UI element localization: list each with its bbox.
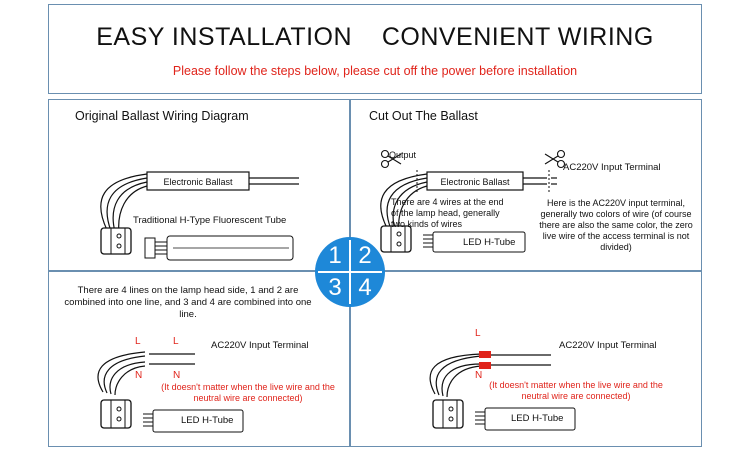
panel-combine-lines: There are 4 lines on the lamp head side,…: [48, 271, 350, 447]
led-tube-label: LED H-Tube: [511, 413, 564, 424]
electronic-ballast-box: [146, 171, 250, 191]
led-tube-base: [143, 409, 244, 433]
combine-lines-drawing: [97, 351, 244, 433]
badge-circle: [315, 237, 385, 307]
combine-note: There are 4 lines on the lamp head side,…: [64, 285, 312, 320]
fluorescent-tube-base: [144, 235, 294, 261]
lamp-head: [100, 227, 132, 255]
connection-warning: (It doesn't matter when the live wire an…: [161, 382, 335, 403]
neutral-label: N: [173, 370, 181, 381]
step-number-badge: 1 2 3 4: [314, 236, 386, 308]
led-tube-label: LED H-Tube: [463, 237, 516, 248]
panel-title: Cut Out The Ballast: [369, 109, 478, 123]
input-terminal-label: AC220V Input Terminal: [559, 340, 657, 351]
header-banner: EASY INSTALLATION CONVENIENT WIRING Plea…: [48, 4, 702, 94]
scissors-icon: [544, 149, 566, 169]
input-note: Here is the AC220V input terminal, gener…: [539, 198, 693, 252]
output-label: Output: [389, 150, 417, 160]
step-2: 2: [358, 242, 372, 269]
page-title: EASY INSTALLATION CONVENIENT WIRING: [96, 23, 654, 51]
neutral-label: N: [135, 370, 143, 381]
ballast-label: Electronic Ballast: [163, 177, 233, 187]
step-1: 1: [328, 242, 342, 269]
led-tube-base: [475, 407, 576, 431]
panel-connect-lines: L N AC220V Input Terminal (It doesn't ma…: [350, 271, 702, 447]
connect-lines-drawing: [429, 351, 576, 431]
ballast-label: Electronic Ballast: [440, 177, 510, 187]
tube-label: Traditional H-Type Fluorescent Tube: [133, 215, 287, 226]
panel-cut-ballast: Cut Out The Ballast: [350, 99, 702, 271]
cut-ballast-drawing: [380, 149, 566, 253]
input-terminal-label: AC220V Input Terminal: [211, 340, 309, 351]
led-tube-base: [423, 231, 526, 253]
neutral-label: N: [475, 370, 483, 381]
lamp-head: [432, 399, 464, 429]
live-label: L: [135, 336, 141, 347]
panel-original-wiring: Original Ballast Wiring Diagram Electron…: [48, 99, 350, 271]
panel-title: Original Ballast Wiring Diagram: [75, 109, 249, 123]
live-label: L: [475, 328, 481, 339]
connection-warning: (It doesn't matter when the live wire an…: [489, 380, 663, 401]
page-subtitle: Please follow the steps below, please cu…: [172, 64, 578, 78]
scissors-icon: [380, 149, 402, 169]
lamp-head: [100, 399, 132, 429]
electronic-ballast-box: [426, 171, 524, 191]
ballast-wiring-drawing: [100, 171, 299, 261]
step-4: 4: [358, 274, 372, 301]
live-label: L: [173, 336, 179, 347]
led-tube-label: LED H-Tube: [181, 415, 234, 426]
step-3: 3: [328, 274, 342, 301]
input-terminal-label: AC220V Input Terminal: [563, 162, 661, 173]
wires-note: There are 4 wires at the end of the lamp…: [391, 197, 504, 229]
